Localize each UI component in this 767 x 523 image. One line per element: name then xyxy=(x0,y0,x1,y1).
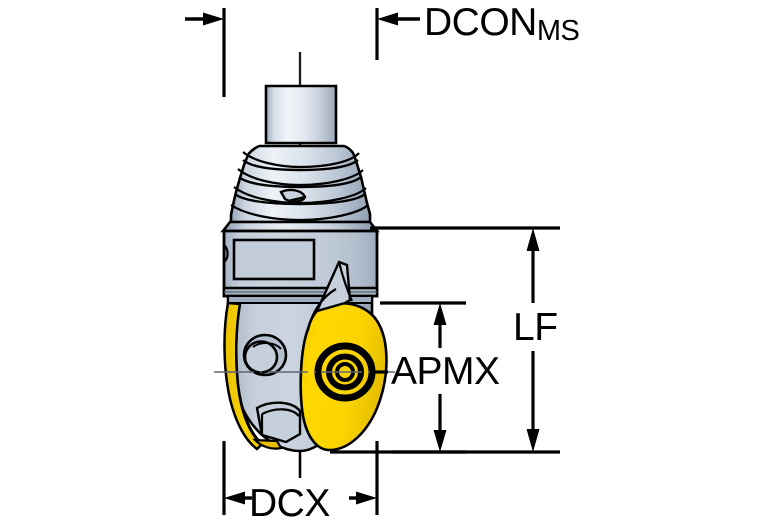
apmx-label-gap xyxy=(418,348,462,394)
lf-label-gap xyxy=(509,303,559,351)
thread-helix-4 xyxy=(230,204,369,222)
tool-assembly xyxy=(214,84,395,453)
dcon-label-subscript: MS xyxy=(536,15,580,47)
insert-front-rake-curve xyxy=(306,288,337,331)
dcon-left-arrowhead xyxy=(203,12,224,26)
identification-flat xyxy=(232,238,316,281)
insert-screw-outer-ring xyxy=(314,342,376,402)
thread-rib-2 xyxy=(238,176,362,189)
apmx-dimension-label: APMX xyxy=(391,350,500,393)
cutting-insert-side-inner-edge xyxy=(235,303,263,446)
body-left-notch xyxy=(223,244,229,262)
apmx-dimension-group xyxy=(330,301,466,454)
lf-dimension-label: LF xyxy=(513,306,558,349)
insert-front-flank-edge xyxy=(337,261,354,302)
coolant-hole-highlight xyxy=(252,342,282,350)
coolant-hole-inner xyxy=(243,340,279,374)
dcon-label-text: DCON xyxy=(424,1,537,44)
thread-helix-3 xyxy=(233,186,367,205)
thread-helix-2 xyxy=(237,168,364,187)
coolant-hole xyxy=(242,333,288,377)
apmx-bottom-arrowhead xyxy=(433,430,447,452)
dcx-left-arrowhead xyxy=(224,491,245,505)
thread-start-notch-edge xyxy=(287,195,306,203)
lf-top-arrowhead xyxy=(526,228,540,251)
dcon-dimension-label: DCONMS xyxy=(424,1,580,46)
thread-helix-group xyxy=(230,151,369,222)
lf-bottom-arrowhead xyxy=(526,429,540,452)
dcon-right-arrowhead xyxy=(377,12,398,26)
thread-rib-1 xyxy=(242,159,359,172)
dcx-right-arrowhead xyxy=(356,491,377,505)
dcon-dimension-group xyxy=(185,8,420,97)
shank-plain-cylinder xyxy=(264,84,338,145)
dcx-dimension-label: DCX xyxy=(249,482,330,523)
insert-lower-tip xyxy=(252,438,283,450)
apmx-top-arrowhead xyxy=(433,303,447,325)
chip-pocket-edge xyxy=(261,408,300,417)
dcx-dimension-group xyxy=(222,441,379,515)
thread-helix-1 xyxy=(242,151,360,169)
